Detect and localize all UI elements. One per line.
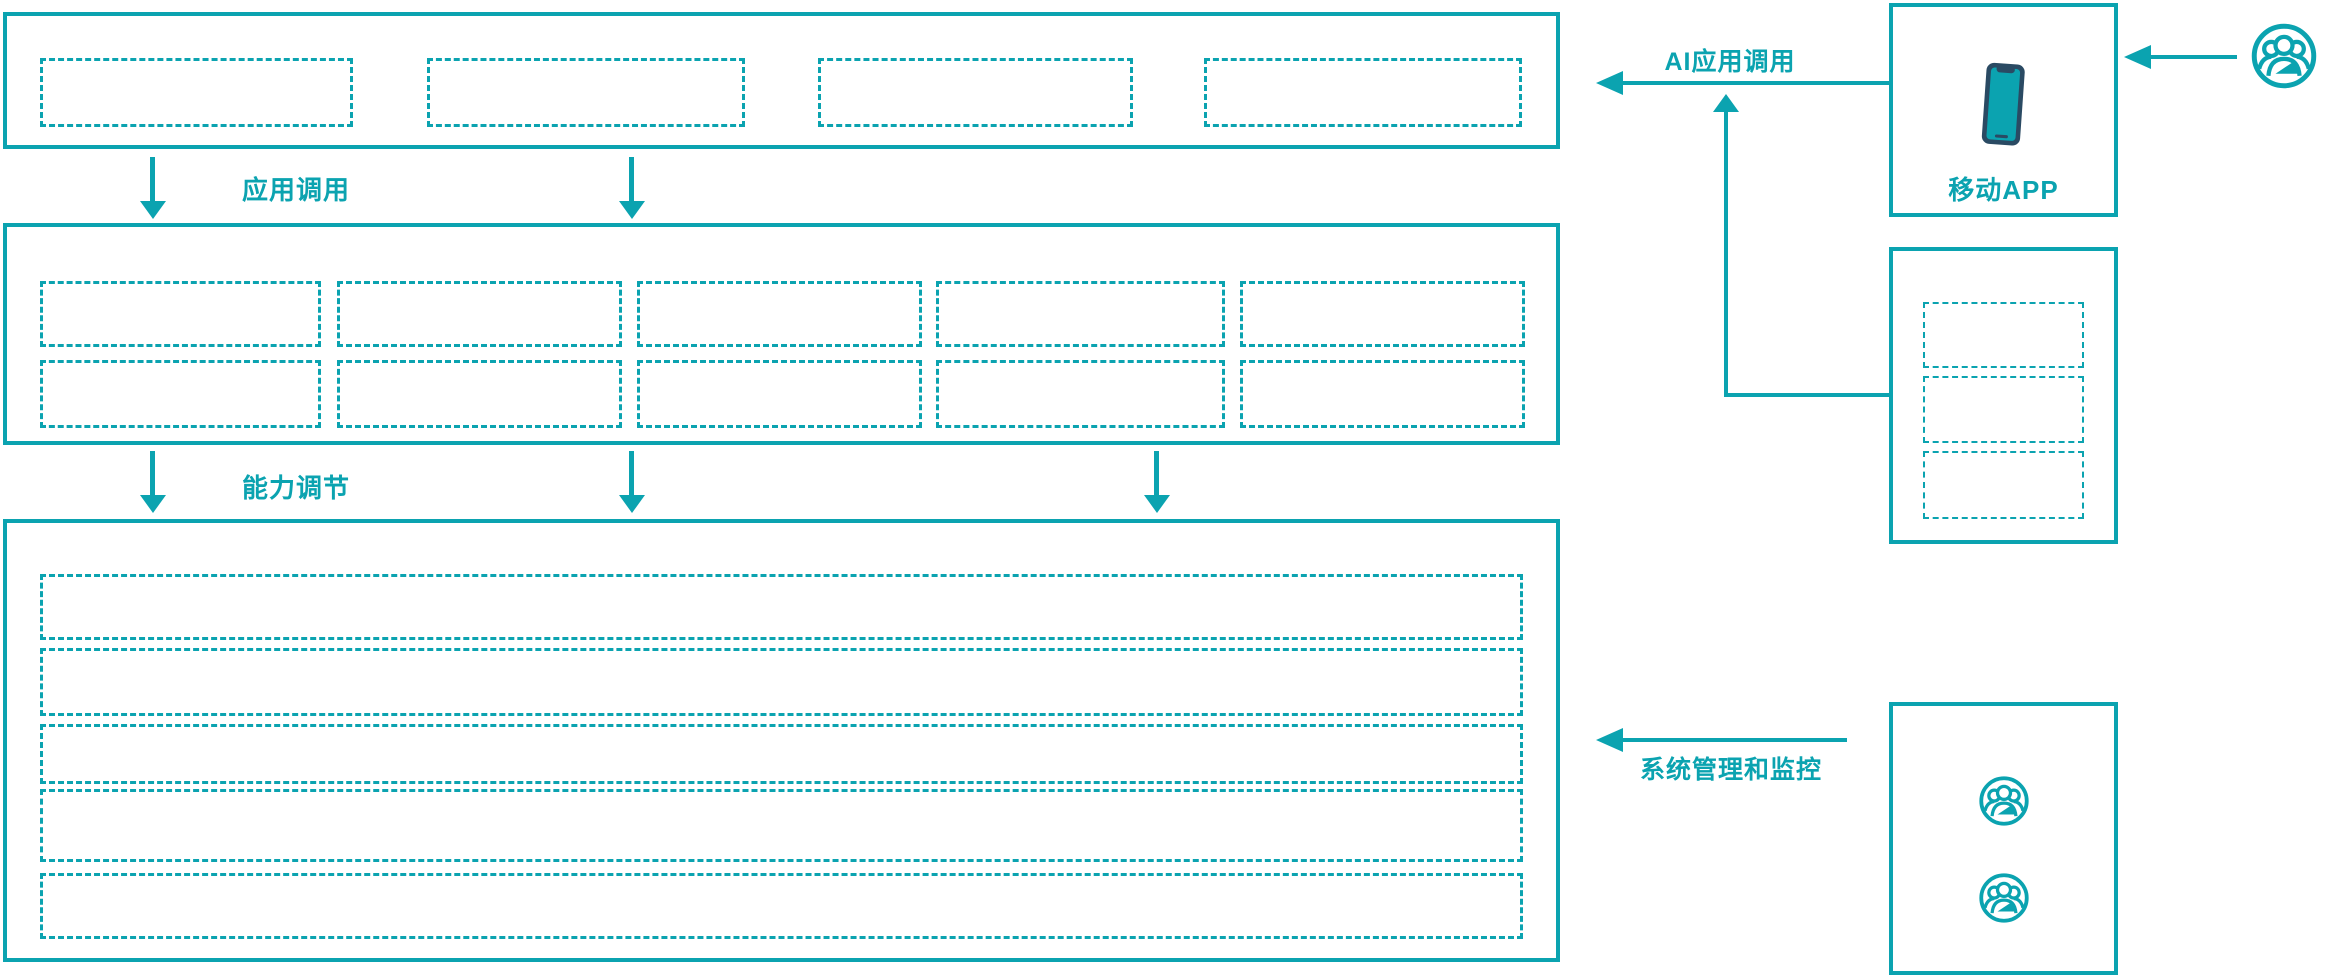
user-group-icon xyxy=(1978,872,2030,924)
middle-band-placeholder-r1c4 xyxy=(936,281,1225,347)
user-group-icon xyxy=(2250,22,2318,90)
bottom-band-layer-4 xyxy=(40,789,1523,862)
arrow-down-icon xyxy=(619,495,645,513)
middle-band-placeholder-r2c4 xyxy=(936,360,1225,428)
middle-band-placeholder-r2c1 xyxy=(40,360,321,428)
top-band-placeholder-1 xyxy=(40,58,353,127)
app-call-label: 应用调用 xyxy=(242,175,351,205)
arrow-left-icon xyxy=(2124,45,2151,69)
arrow-left-icon xyxy=(1596,728,1623,752)
capability-adjust-label: 能力调节 xyxy=(242,473,351,503)
ai-app-call-label: AI应用调用 xyxy=(1664,48,1796,76)
arrow-shaft xyxy=(1621,738,1847,742)
middle-band-placeholder-r1c3 xyxy=(637,281,922,347)
middle-band-placeholder-r1c2 xyxy=(337,281,622,347)
top-band-placeholder-3 xyxy=(818,58,1133,127)
arrow-down-icon xyxy=(140,201,166,219)
bottom-band-layer-1 xyxy=(40,574,1523,640)
middle-band-placeholder-r2c2 xyxy=(337,360,622,428)
top-band-placeholder-2 xyxy=(427,58,745,127)
arrow-down-icon xyxy=(629,157,634,203)
top-band-placeholder-4 xyxy=(1204,58,1522,127)
arrow-down-icon xyxy=(150,451,155,497)
right-panel-placeholder-1 xyxy=(1923,302,2084,368)
mobile-app-label: 移动APP xyxy=(1948,175,2059,205)
arrow-shaft xyxy=(1621,81,1893,85)
arrow-left-icon xyxy=(1596,71,1623,95)
middle-band-placeholder-r1c1 xyxy=(40,281,321,347)
arrow-down-icon xyxy=(1154,451,1159,497)
arrow-down-icon xyxy=(619,201,645,219)
system-monitor-label: 系统管理和监控 xyxy=(1640,756,1823,784)
arrow-down-icon xyxy=(150,157,155,203)
bottom-band-layer-5 xyxy=(40,873,1523,939)
mobile-phone-icon xyxy=(1981,58,2027,152)
arrow-shaft xyxy=(2149,55,2237,59)
arrow-down-icon xyxy=(629,451,634,497)
middle-band-placeholder-r1c5 xyxy=(1240,281,1525,347)
user-group-icon xyxy=(1978,775,2030,827)
bottom-band-layer-3 xyxy=(40,724,1523,784)
middle-band-placeholder-r2c5 xyxy=(1240,360,1525,428)
admin-users-box xyxy=(1889,702,2118,975)
arrow-down-icon xyxy=(1144,495,1170,513)
right-panel-placeholder-2 xyxy=(1923,376,2084,443)
bottom-band-layer-2 xyxy=(40,648,1523,716)
right-panel-placeholder-3 xyxy=(1923,451,2084,519)
arrow-down-icon xyxy=(140,495,166,513)
arrow-shaft xyxy=(1724,110,1728,397)
connector-line xyxy=(1724,393,1889,397)
arrow-up-icon xyxy=(1713,94,1739,112)
middle-band-placeholder-r2c3 xyxy=(637,360,922,428)
